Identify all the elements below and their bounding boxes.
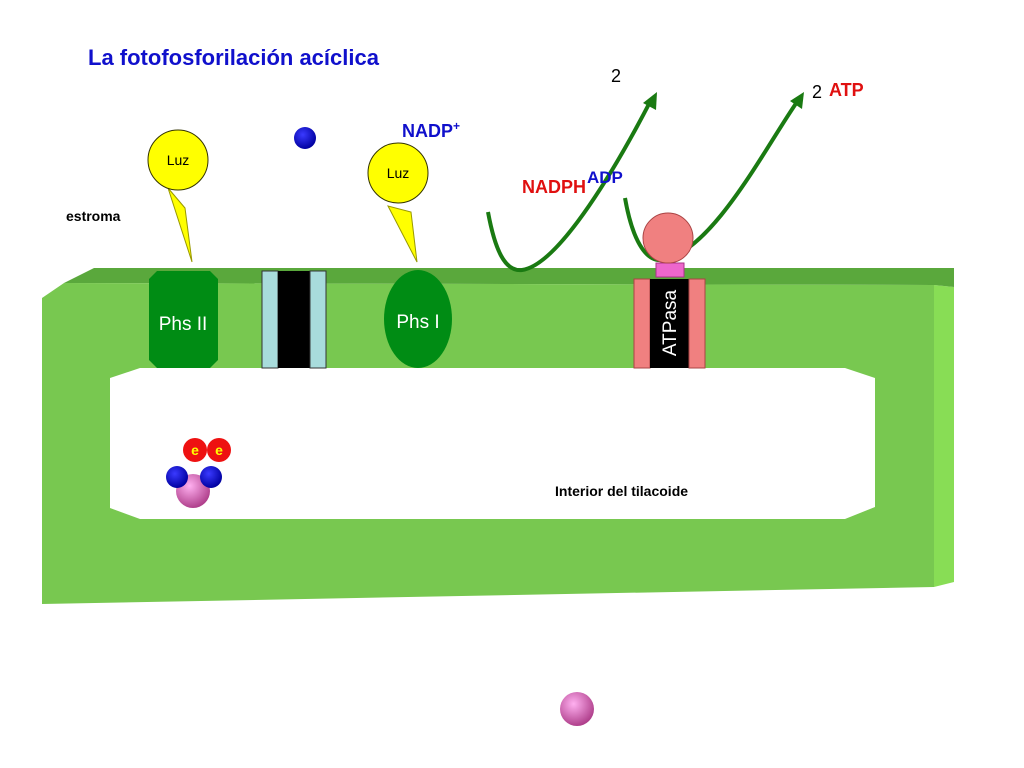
- atp-synthase-left-pink: [633, 278, 651, 369]
- membrane-right-face: [934, 285, 954, 587]
- nadph-label: NADPH: [522, 177, 586, 197]
- electron-1: e: [183, 438, 207, 462]
- photosystem-1: Phs I: [384, 270, 452, 368]
- electron-label: e: [191, 442, 199, 458]
- atp-synthase-core: [650, 279, 689, 368]
- atp-synthase-neck: [655, 262, 685, 278]
- arrowhead-icon: [643, 92, 657, 110]
- light-circle: [147, 129, 209, 191]
- curved-arrow-icon: [486, 101, 652, 273]
- atp-label: ATP: [829, 80, 864, 100]
- oxygen-icon: [560, 692, 594, 726]
- photosystem-1-shape: [384, 270, 452, 368]
- electron-label: e: [215, 442, 223, 458]
- page-title: La fotofosforilación acíclica: [88, 45, 380, 70]
- cytochrome-left-side: [261, 270, 279, 369]
- light-ray-icon: [167, 187, 193, 263]
- nadp-plus-text: NADP: [402, 121, 453, 141]
- atp-synthase-head: [642, 212, 694, 264]
- photosystem-1-label: Phs I: [396, 312, 439, 333]
- proton-icon: [294, 127, 316, 149]
- atp-synthase: ATPasa: [633, 212, 706, 369]
- water-molecule: [166, 466, 222, 508]
- nadph-coefficient: 2: [611, 66, 621, 86]
- cytochrome-complex: [261, 270, 327, 369]
- svg-text:NADP+: NADP+: [402, 119, 460, 141]
- light-1: Luz: [147, 129, 209, 263]
- arrowhead-icon: [790, 92, 804, 109]
- electron-icon: [183, 438, 207, 462]
- nadp-plus-label: NADP+: [402, 119, 460, 141]
- proton-icon: [166, 466, 188, 488]
- atp-coefficient: 2: [812, 82, 822, 102]
- cytochrome-core: [278, 271, 310, 368]
- photosystem-2-shape: [149, 271, 218, 368]
- stroma-label: estroma: [66, 208, 121, 224]
- electron-icon: [207, 438, 231, 462]
- nadph-reaction-arrow: [486, 92, 657, 273]
- light-label: Luz: [167, 152, 190, 168]
- photosystem-2-label: Phs II: [159, 314, 208, 335]
- light-label: Luz: [387, 165, 410, 181]
- proton-icon: [200, 466, 222, 488]
- light-circle: [367, 142, 429, 204]
- thylakoid-lumen: [110, 368, 875, 519]
- thylakoid-interior-label: Interior del tilacoide: [555, 483, 688, 499]
- adp-label: ADP: [587, 168, 623, 187]
- light-ray-icon: [387, 205, 418, 263]
- photosystem-2: Phs II: [149, 271, 218, 368]
- atp-synthase-label: ATPasa: [660, 289, 681, 356]
- cytochrome-right-side: [309, 270, 327, 369]
- light-2: Luz: [367, 142, 429, 263]
- electron-2: e: [207, 438, 231, 462]
- nadp-plus-superscript: +: [453, 119, 460, 133]
- atp-synthase-right-pink: [688, 278, 706, 369]
